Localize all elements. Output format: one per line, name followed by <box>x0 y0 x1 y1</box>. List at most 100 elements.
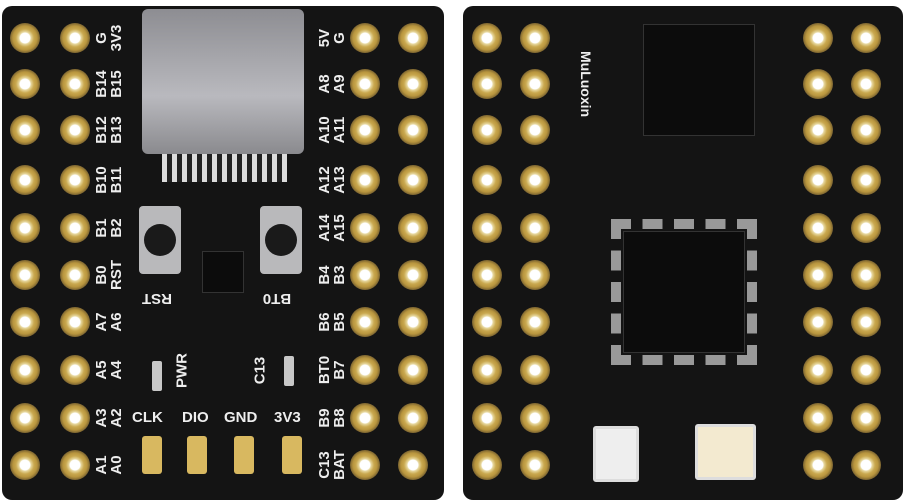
mcu-chip <box>611 219 757 365</box>
pin-pad <box>10 213 40 243</box>
pin-name: B5 <box>331 312 348 332</box>
pin-name: A2 <box>108 408 125 428</box>
regulator-chip <box>202 251 244 293</box>
pin-pad <box>398 450 428 480</box>
pin-pad <box>10 69 40 99</box>
pin-pad <box>398 69 428 99</box>
pin-name: BT0 <box>316 355 333 385</box>
pin-name: A12 <box>316 166 333 194</box>
pin-name: C13 <box>316 451 333 479</box>
pin-pad <box>398 23 428 53</box>
pin-pad <box>803 403 833 433</box>
pin-pad <box>60 69 90 99</box>
pin-pad <box>520 260 550 290</box>
pin-name: A0 <box>108 455 125 475</box>
pin-pad <box>472 260 502 290</box>
pin-pad <box>10 260 40 290</box>
crystal <box>593 426 639 482</box>
pcb-back: MuLuoxin <box>463 6 903 500</box>
pin-name: B6 <box>316 312 333 332</box>
pin-pad <box>520 213 550 243</box>
pin-pad <box>350 355 380 385</box>
pin-name: B10 <box>93 166 110 194</box>
crystal <box>695 424 756 480</box>
logo-text: MuLuoxin <box>578 50 595 118</box>
3v3-label: 3V3 <box>274 409 301 426</box>
pin-pad <box>520 355 550 385</box>
flash-chip <box>643 24 755 136</box>
pin-name: B8 <box>331 408 348 428</box>
pin-name: G <box>331 32 348 44</box>
c13-label: C13 <box>251 356 269 385</box>
pin-name: B15 <box>108 70 125 98</box>
pin-pad <box>350 165 380 195</box>
pin-pad <box>60 165 90 195</box>
pin-pad <box>472 403 502 433</box>
pin-pad <box>851 213 881 243</box>
pin-name: A5 <box>93 360 110 380</box>
pin-pad <box>851 115 881 145</box>
swd-pad <box>234 436 254 474</box>
pin-pad <box>520 165 550 195</box>
reset-button <box>139 206 181 274</box>
pin-pad <box>851 307 881 337</box>
pin-pad <box>520 23 550 53</box>
pin-pad <box>803 355 833 385</box>
pwr-led <box>152 361 162 391</box>
usb-c-connector <box>142 9 304 154</box>
pin-pad <box>472 307 502 337</box>
pin-pad <box>851 260 881 290</box>
clk-label: CLK <box>132 409 163 426</box>
pin-pad <box>398 213 428 243</box>
pin-name: B14 <box>93 70 110 98</box>
pin-name: B13 <box>108 116 125 144</box>
swd-pad <box>282 436 302 474</box>
swd-pad <box>142 436 162 474</box>
pin-pad <box>472 165 502 195</box>
pin-pad <box>350 403 380 433</box>
pin-pad <box>851 403 881 433</box>
usb-c-pins <box>162 154 287 182</box>
bt0-label: BT0 <box>262 290 292 307</box>
pin-pad <box>398 165 428 195</box>
pin-name: A13 <box>331 166 348 194</box>
pin-name: 3V3 <box>108 24 125 52</box>
pin-pad <box>398 403 428 433</box>
pin-name: B9 <box>316 408 333 428</box>
pin-pad <box>803 450 833 480</box>
pin-name: B7 <box>331 360 348 380</box>
pin-pad <box>851 69 881 99</box>
pin-name: A8 <box>316 74 333 94</box>
pin-pad <box>60 355 90 385</box>
pin-pad <box>60 115 90 145</box>
pin-name: A4 <box>108 360 125 380</box>
pin-pad <box>350 213 380 243</box>
pin-pad <box>10 115 40 145</box>
pin-name: A15 <box>331 214 348 242</box>
pin-pad <box>803 69 833 99</box>
swd-pad <box>187 436 207 474</box>
pin-pad <box>803 213 833 243</box>
pin-name: A7 <box>93 312 110 332</box>
pin-name: BAT <box>331 450 348 480</box>
pin-pad <box>472 450 502 480</box>
pin-pad <box>803 115 833 145</box>
boot-button <box>260 206 302 274</box>
pin-pad <box>350 23 380 53</box>
pin-name: A3 <box>93 408 110 428</box>
